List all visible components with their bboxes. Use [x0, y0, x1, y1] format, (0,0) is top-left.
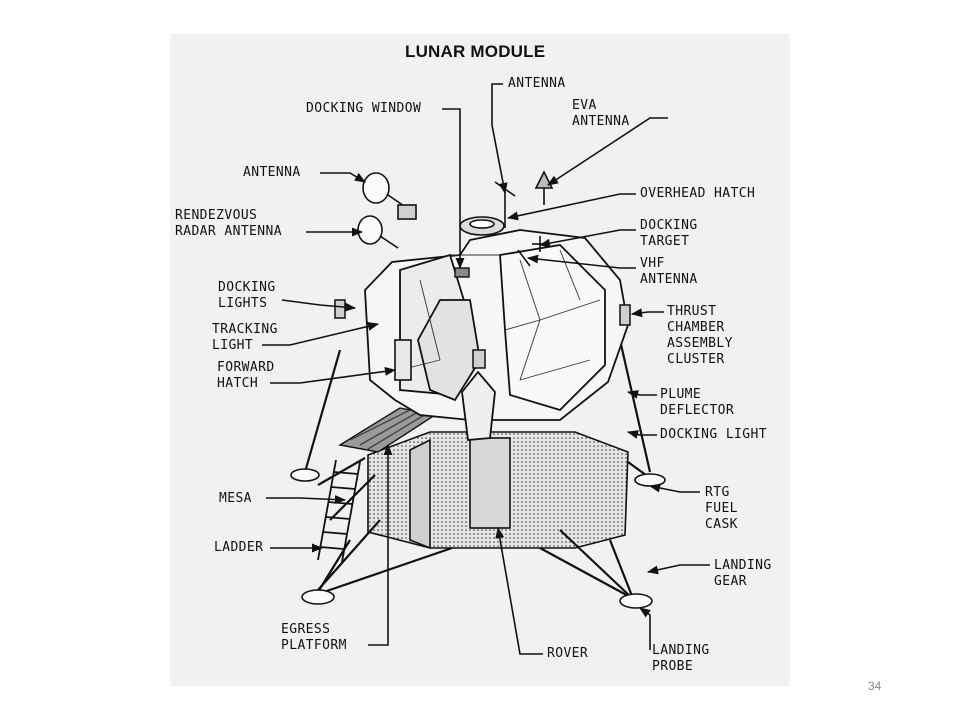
page-number: 34: [868, 679, 882, 693]
label-rtg-fuel-cask: RTG FUEL CASK: [705, 485, 738, 532]
label-docking-target: DOCKING TARGET: [640, 218, 698, 249]
label-vhf-antenna: VHF ANTENNA: [640, 256, 698, 287]
label-landing-gear: LANDING GEAR: [714, 558, 772, 589]
docking-window: [454, 267, 470, 278]
label-docking-lights: DOCKING LIGHTS: [218, 280, 276, 311]
label-mesa: MESA: [219, 491, 252, 506]
leader-lines: [262, 83, 710, 655]
overhead-hatch-drogue: [459, 216, 505, 236]
ascent-stage-facets: [399, 249, 601, 381]
label-ladder: LADDER: [214, 540, 264, 555]
label-plume-deflector: PLUME DEFLECTOR: [660, 387, 735, 418]
label-egress-platform: EGRESS PLATFORM: [281, 622, 347, 653]
footpads: [290, 468, 666, 609]
ascent-stage: [364, 229, 629, 441]
label-tracking-light: TRACKING LIGHT: [212, 322, 278, 353]
lunar-module-illustration: [262, 83, 710, 655]
label-docking-light: DOCKING LIGHT: [660, 427, 767, 442]
label-antenna-left: ANTENNA: [243, 165, 301, 180]
label-overhead-hatch: OVERHEAD HATCH: [640, 186, 756, 201]
antenna-dishes: [357, 172, 417, 249]
label-landing-probe: LANDING PROBE: [652, 643, 710, 674]
label-eva-antenna: EVA ANTENNA: [572, 98, 630, 129]
label-rover: ROVER: [547, 646, 589, 661]
label-rendezvous-radar-antenna: RENDEZVOUS RADAR ANTENNA: [175, 208, 282, 239]
label-thrust-chamber-assembly-cluster: THRUST CHAMBER ASSEMBLY CLUSTER: [667, 304, 733, 367]
diagram-title: LUNAR MODULE: [405, 42, 546, 61]
rcs-thrusters: [334, 299, 631, 369]
landing-legs: [303, 339, 652, 599]
label-docking-window: DOCKING WINDOW: [306, 101, 422, 116]
label-forward-hatch: FORWARD HATCH: [217, 360, 275, 391]
ladder: [317, 459, 361, 563]
label-antenna-top: ANTENNA: [508, 76, 566, 91]
forward-hatch: [394, 339, 412, 381]
descent-stage: [367, 431, 629, 550]
